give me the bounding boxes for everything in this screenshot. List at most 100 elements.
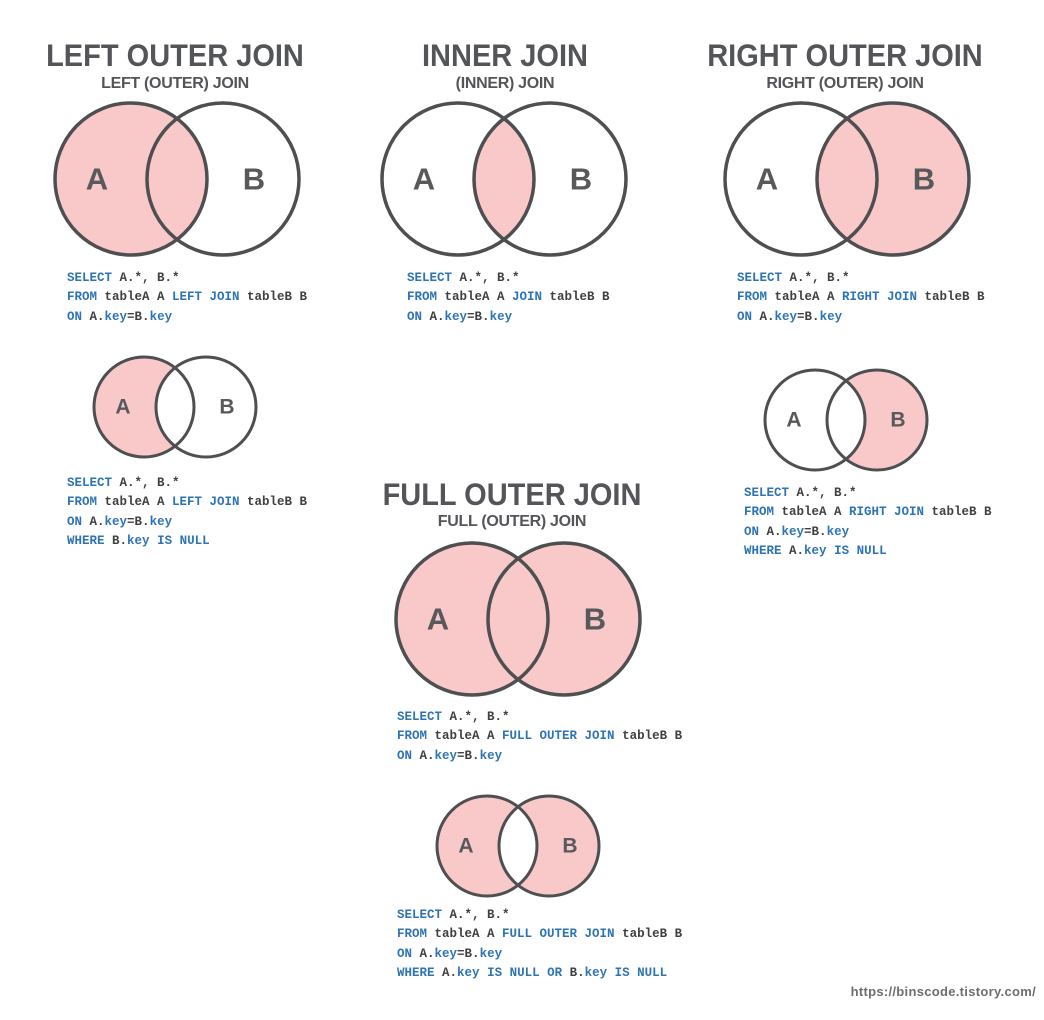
sql-token: A.*, B.* bbox=[112, 271, 180, 285]
venn-label-b: B bbox=[219, 396, 234, 419]
sql-right-anti-join: SELECT A.*, B.*FROM tableA A RIGHT JOIN … bbox=[744, 484, 992, 562]
sql-token: A.*, B.* bbox=[442, 908, 510, 922]
sql-token: A. bbox=[422, 309, 445, 324]
sql-token: IS NULL bbox=[487, 966, 540, 981]
sql-right-outer-join: SELECT A.*, B.*FROM tableA A RIGHT JOIN … bbox=[737, 269, 985, 327]
sql-token: FROM bbox=[67, 495, 98, 510]
sql-token: key bbox=[434, 748, 458, 763]
sql-token: FROM bbox=[407, 290, 438, 305]
sql-line: SELECT A.*, B.* bbox=[67, 474, 307, 493]
subtitle-inner-join: (INNER) JOIN bbox=[455, 75, 555, 92]
sql-token: ON bbox=[397, 946, 413, 961]
sql-token: WHERE bbox=[744, 544, 782, 559]
sql-token: A.*, B.* bbox=[112, 476, 180, 490]
sql-token: ON bbox=[744, 524, 760, 539]
circle-b-outline bbox=[145, 101, 301, 257]
sql-token: A. bbox=[759, 524, 782, 539]
sql-token: =B. bbox=[457, 748, 480, 763]
sql-token: SELECT bbox=[67, 271, 113, 285]
sql-line: FROM tableA A FULL OUTER JOIN tableB B bbox=[397, 925, 682, 944]
venn-label-a: A bbox=[115, 396, 130, 419]
sql-token: B. bbox=[562, 966, 585, 981]
sql-token: SELECT bbox=[397, 710, 443, 724]
sql-token: tableA A bbox=[767, 290, 843, 305]
circle-a-outline bbox=[394, 541, 550, 697]
circle-a-outline bbox=[723, 101, 879, 257]
sql-token: key bbox=[104, 309, 128, 324]
subtitle-left-outer-join: LEFT (OUTER) JOIN bbox=[101, 75, 249, 92]
sql-token: A. bbox=[412, 946, 435, 961]
sql-token: A. bbox=[752, 309, 775, 324]
sql-token: key bbox=[444, 309, 468, 324]
sql-token: =B. bbox=[127, 514, 150, 529]
sql-token: FROM bbox=[744, 505, 775, 520]
subtitle-full-outer-join: FULL (OUTER) JOIN bbox=[437, 513, 587, 530]
venn-region bbox=[817, 103, 969, 255]
sql-token: ON bbox=[67, 514, 83, 529]
sql-token: ON bbox=[67, 309, 83, 324]
venn-label-b: B bbox=[584, 602, 606, 637]
sql-line: FROM tableA A RIGHT JOIN tableB B bbox=[744, 503, 992, 522]
sql-token: RIGHT JOIN bbox=[849, 505, 925, 520]
sql-token: tableB B bbox=[614, 927, 683, 942]
sql-full-anti-join: SELECT A.*, B.*FROM tableA A FULL OUTER … bbox=[397, 906, 682, 984]
sql-token: tableB B bbox=[614, 729, 683, 744]
sql-token: key bbox=[127, 534, 150, 549]
circle-b-outline bbox=[825, 368, 929, 472]
sql-token: OR bbox=[547, 966, 563, 981]
sql-line: ON A.key=B.key bbox=[744, 523, 992, 542]
venn-label-a: A bbox=[458, 835, 473, 858]
sql-token: tableB B bbox=[542, 290, 610, 305]
sql-token: FROM bbox=[737, 290, 768, 305]
venn-label-b: B bbox=[913, 162, 935, 197]
sql-token: key bbox=[489, 309, 513, 324]
sql-token: B. bbox=[104, 534, 128, 549]
sql-token: A.*, B.* bbox=[442, 710, 510, 724]
venn-label-a: A bbox=[413, 162, 435, 197]
sql-token: key bbox=[826, 524, 850, 539]
sql-token: key bbox=[479, 946, 503, 961]
sql-full-outer-join: SELECT A.*, B.*FROM tableA A FULL OUTER … bbox=[397, 708, 682, 766]
sql-token: key bbox=[457, 966, 480, 981]
sql-token: FULL OUTER JOIN bbox=[502, 729, 615, 744]
sql-line: SELECT A.*, B.* bbox=[397, 906, 682, 925]
sql-left-outer-join: SELECT A.*, B.*FROM tableA A LEFT JOIN t… bbox=[67, 269, 307, 327]
circle-b-outline bbox=[472, 101, 628, 257]
sql-line: ON A.key=B.key bbox=[737, 308, 985, 327]
sql-token: tableB B bbox=[239, 495, 308, 510]
sql-token: key bbox=[819, 309, 843, 324]
sql-line: ON A.key=B.key bbox=[397, 945, 682, 964]
sql-line: SELECT A.*, B.* bbox=[744, 484, 992, 503]
circle-b-outline bbox=[154, 355, 258, 459]
sql-token: key bbox=[804, 544, 827, 559]
sql-token: WHERE bbox=[67, 534, 105, 549]
sql-line: FROM tableA A LEFT JOIN tableB B bbox=[67, 288, 307, 307]
sql-token bbox=[607, 966, 615, 980]
sql-line: ON A.key=B.key bbox=[407, 308, 610, 327]
sql-line: ON A.key=B.key bbox=[67, 308, 307, 327]
sql-token: key bbox=[434, 946, 458, 961]
sql-token: tableB B bbox=[924, 505, 992, 520]
venn-region bbox=[474, 103, 534, 255]
sql-line: FROM tableA A LEFT JOIN tableB B bbox=[67, 493, 307, 512]
sql-line: SELECT A.*, B.* bbox=[67, 269, 307, 288]
sql-token: ON bbox=[737, 309, 753, 324]
venn-label-a: A bbox=[86, 162, 108, 197]
title-inner-join: INNER JOIN bbox=[422, 38, 588, 74]
sql-token: FULL OUTER JOIN bbox=[502, 927, 615, 942]
venn-region bbox=[765, 370, 865, 470]
sql-token: tableB B bbox=[239, 290, 308, 305]
sql-token: tableA A bbox=[427, 927, 503, 942]
circle-b-outline bbox=[486, 541, 642, 697]
sql-token: FROM bbox=[397, 927, 428, 942]
sql-token bbox=[827, 544, 835, 558]
venn-label-b: B bbox=[570, 162, 592, 197]
circle-b-outline bbox=[815, 101, 971, 257]
venn-label-a: A bbox=[756, 162, 778, 197]
sql-token: IS NULL bbox=[834, 544, 887, 559]
sql-token: tableA A bbox=[427, 729, 503, 744]
sql-line: FROM tableA A JOIN tableB B bbox=[407, 288, 610, 307]
sql-token: key bbox=[479, 748, 503, 763]
